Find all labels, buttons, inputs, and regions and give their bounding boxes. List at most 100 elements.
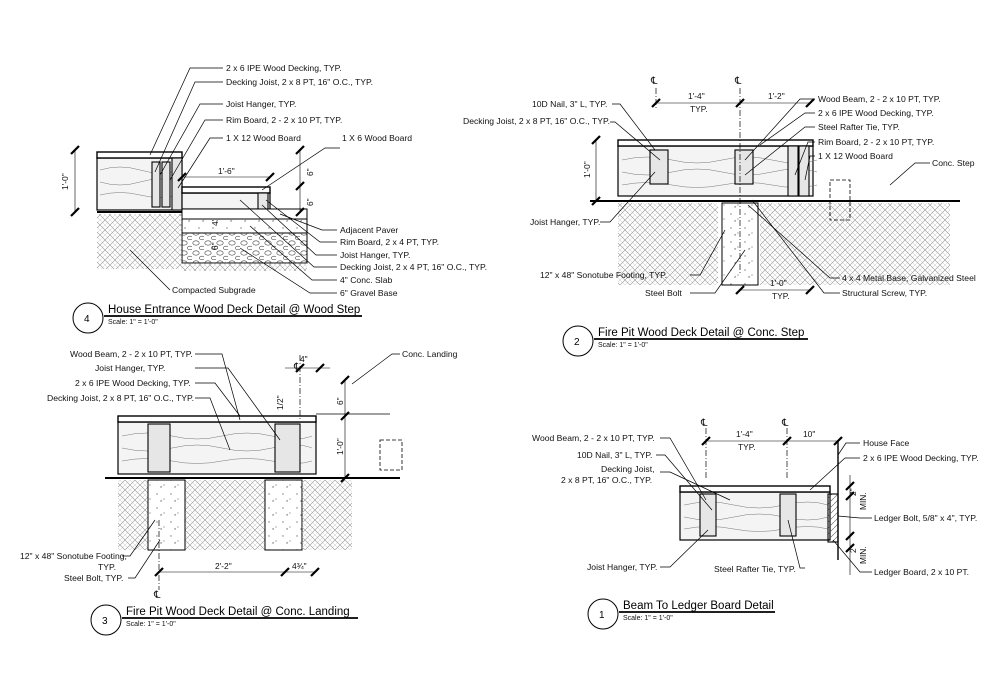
d1-right-dim: 10"	[803, 429, 815, 439]
d2-label-bolt: Steel Bolt	[645, 288, 682, 298]
detail-4-title-block: 4 House Entrance Wood Deck Detail @ Wood…	[72, 302, 362, 334]
d1-label-ledger-board: Ledger Board, 2 x 10 PT.	[874, 567, 969, 577]
d1-botv-sub: MIN.	[858, 546, 868, 564]
d2-label-sonotube: 12" x 48" Sonotube Footing, TYP.	[540, 270, 667, 280]
d3-scale: Scale: 1" = 1'-0"	[126, 621, 176, 628]
d4-gravel-dim: 6"	[210, 242, 220, 250]
d2-label-hanger: Joist Hanger, TYP.	[530, 217, 600, 227]
d1-title: Beam To Ledger Board Detail	[623, 600, 774, 612]
d1-label-joist: Decking Joist,	[601, 464, 655, 474]
d2-label-joist: Decking Joist, 2 x 8 PT, 16" O.C., TYP.	[463, 116, 610, 126]
detail-2-title-block: 2 Fire Pit Wood Deck Detail @ Conc. Step…	[562, 325, 808, 357]
d2-title: Fire Pit Wood Deck Detail @ Conc. Step	[598, 327, 804, 339]
d4-label-rim: Rim Board, 2 - 2 x 10 PT, TYP.	[226, 115, 342, 125]
d1-scale: Scale: 1" = 1'-0"	[623, 615, 673, 622]
d1-left-sub: TYP.	[738, 442, 756, 452]
d2-label-beam: Wood Beam, 2 - 2 x 10 PT, TYP.	[818, 94, 941, 104]
d3-top-dim: 4"	[300, 354, 308, 364]
d1-botv-dim: 2"	[848, 545, 858, 553]
detail-3-drawing: 4" 1/2" 6" 1'-0" 2'-2" 4¾"	[105, 353, 403, 590]
d4-riser2-dim: 6"	[305, 198, 315, 206]
detail-3-labels: Wood Beam, 2 - 2 x 10 PT, TYP. Joist Han…	[20, 349, 458, 583]
d1-number-circle	[587, 598, 619, 630]
d4-number: 4	[84, 314, 90, 325]
detail-1-title-block: 1 Beam To Ledger Board Detail Scale: 1" …	[587, 598, 775, 630]
d3-bottom-dim: 2'-2"	[215, 561, 232, 571]
centerline-symbol-d2-left: ℄	[650, 76, 658, 87]
d2-left-sub: TYP.	[690, 104, 708, 114]
detail-4-labels: 2 x 6 IPE Wood Decking, TYP. Decking Joi…	[172, 63, 487, 298]
d2-label-nail: 10D Nail, 3" L, TYP.	[532, 99, 607, 109]
d4-label-1x12: 1 X 12 Wood Board	[226, 133, 301, 143]
d1-topv-dim: 2"	[848, 488, 858, 496]
d3-number-circle	[90, 604, 122, 636]
centerline-symbol-d1-left: ℄	[700, 418, 708, 429]
centerline-symbol-d1-right: ℄	[781, 418, 789, 429]
detail-3-title-block: 3 Fire Pit Wood Deck Detail @ Conc. Land…	[90, 604, 358, 636]
d2-right-dim: 1'-2"	[768, 91, 785, 101]
d3-label-decking: 2 x 6 IPE Wood Decking, TYP.	[75, 378, 191, 388]
d2-left-dim: 1'-4"	[688, 91, 705, 101]
d4-label-gravel: 6" Gravel Base	[340, 288, 398, 298]
d4-height-dim: 1'-0"	[60, 173, 70, 190]
d4-label-joist: Decking Joist, 2 x 8 PT, 16" O.C., TYP.	[226, 77, 373, 87]
d4-scale: Scale: 1" = 1'-0"	[108, 319, 158, 326]
d3-bottom-small: 4¾"	[292, 561, 307, 571]
d3-step-dim: 6"	[335, 397, 345, 405]
d2-label-screw: Structural Screw, TYP.	[842, 288, 927, 298]
d2-label-step: Conc. Step	[932, 158, 975, 168]
d3-label-beam: Wood Beam, 2 - 2 x 10 PT, TYP.	[70, 349, 193, 359]
centerline-symbol-d3-bottom: ℄	[153, 590, 161, 601]
detail-1-labels: Wood Beam, 2 - 2 x 10 PT, TYP. 10D Nail,…	[532, 433, 979, 577]
d2-number: 2	[574, 337, 580, 348]
d4-number-circle	[72, 302, 104, 334]
detail-2-drawing: 1'-4" TYP. 1'-2" 1'-0" 1'-0" TYP.	[582, 88, 960, 301]
d4-label-hanger-2: Joist Hanger, TYP.	[340, 250, 410, 260]
d3-number: 3	[102, 616, 108, 627]
d3-label-joist: Decking Joist, 2 x 8 PT, 16" O.C., TYP.	[47, 393, 194, 403]
d2-label-1x12: 1 X 12 Wood Board	[818, 151, 893, 161]
d3-label-landing: Conc. Landing	[402, 349, 458, 359]
d4-label-slab: 4" Conc. Slab	[340, 275, 392, 285]
d3-label-sonotube: 12" x 48" Sonotube Footing,	[20, 551, 127, 561]
centerline-symbol-d3-top: ℄	[293, 362, 301, 373]
d2-bottom-sub: TYP.	[772, 291, 790, 301]
d4-label-hanger: Joist Hanger, TYP.	[226, 99, 296, 109]
d4-riser1-dim: 6"	[305, 168, 315, 176]
d1-label-joist-2: 2 x 8 PT, 16" O.C., TYP.	[561, 475, 652, 485]
d2-label-rim: Rim Board, 2 - 2 x 10 PT, TYP.	[818, 137, 934, 147]
d1-label-hanger: Joist Hanger, TYP.	[587, 562, 657, 572]
d2-label-metal-base: 4 x 4 Metal Base, Galvanized Steel	[842, 273, 976, 283]
d3-label-sonotube-typ: TYP.	[98, 562, 116, 572]
detail-1-drawing: 1'-4" TYP. 10" 2" MIN. 2" MIN.	[656, 428, 872, 575]
centerline-symbol-d2-right: ℄	[734, 76, 742, 87]
d4-tread-dim: 1'-6"	[218, 166, 235, 176]
d2-number-circle	[562, 325, 594, 357]
d2-label-decking: 2 x 6 IPE Wood Decking, TYP.	[818, 108, 934, 118]
d4-label-paver: Adjacent Paver	[340, 225, 398, 235]
d1-label-house-face: House Face	[863, 438, 910, 448]
d3-label-bolt: Steel Bolt, TYP.	[64, 573, 123, 583]
detail-2-labels: 10D Nail, 3" L, TYP. Decking Joist, 2 x …	[463, 94, 976, 298]
d1-left-dim: 1'-4"	[736, 429, 753, 439]
d4-label-subgrade: Compacted Subgrade	[172, 285, 256, 295]
d3-title: Fire Pit Wood Deck Detail @ Conc. Landin…	[126, 606, 350, 618]
centerline-symbols: ℄ ℄ ℄ ℄ ℄ ℄	[153, 76, 789, 601]
d1-label-beam: Wood Beam, 2 - 2 x 10 PT, TYP.	[532, 433, 655, 443]
d3-gap-dim: 1/2"	[275, 395, 285, 410]
d4-label-rim-2x4: Rim Board, 2 x 4 PT, TYP.	[340, 237, 439, 247]
d1-topv-sub: MIN.	[858, 492, 868, 510]
d1-label-rafter: Steel Rafter Tie, TYP.	[714, 564, 796, 574]
d4-label-decking: 2 x 6 IPE Wood Decking, TYP.	[226, 63, 342, 73]
d3-height-dim: 1'-0"	[335, 438, 345, 455]
d2-scale: Scale: 1" = 1'-0"	[598, 342, 648, 349]
d1-label-nail: 10D Nail, 3" L, TYP.	[577, 450, 652, 460]
d1-ledger-board	[827, 493, 839, 543]
d2-bottom-dim: 1'-0"	[770, 278, 787, 288]
d4-slab-dim: 4"	[210, 218, 220, 226]
d1-label-ledger-bolt: Ledger Bolt, 5/8" x 4", TYP.	[874, 513, 977, 523]
d1-number: 1	[599, 610, 605, 621]
d2-height-dim: 1'-0"	[582, 161, 592, 178]
d4-title: House Entrance Wood Deck Detail @ Wood S…	[108, 304, 360, 316]
